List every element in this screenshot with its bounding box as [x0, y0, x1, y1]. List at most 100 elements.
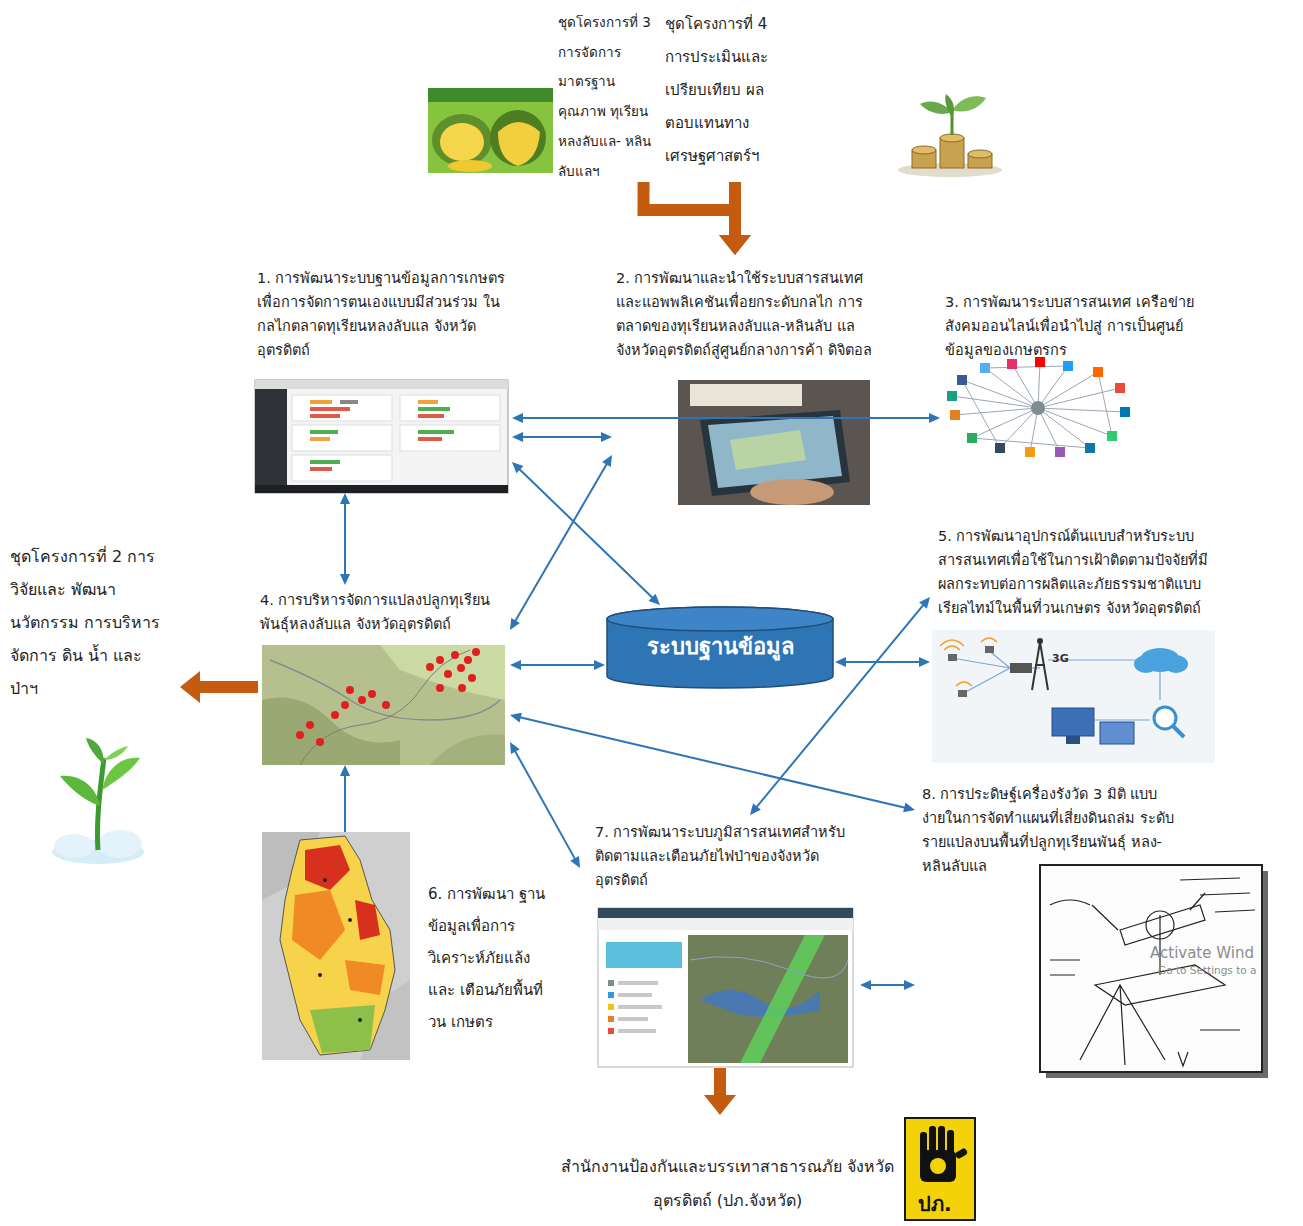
fire-warning-screenshot	[608, 1004, 614, 1010]
web-app-screenshot	[292, 425, 392, 451]
social-network-graphic	[1120, 407, 1130, 417]
orchard-map	[468, 674, 476, 682]
fire-warning-screenshot	[618, 981, 658, 985]
web-app-screenshot	[310, 467, 332, 471]
link-arrow	[510, 742, 580, 868]
drought-risk-map	[358, 1018, 362, 1022]
drought-risk-map	[262, 832, 410, 1060]
drought-risk-map	[280, 836, 395, 1055]
tablet-photo	[678, 380, 870, 505]
surveying-device-sketch	[1050, 960, 1080, 975]
project-item: 1. การพัฒนาระบบฐานข้อมูลการเกษตร เพื่อกา…	[253, 262, 512, 493]
social-network-graphic	[1063, 361, 1073, 371]
social-network-graphic	[1025, 447, 1035, 457]
social-network-graphic	[952, 396, 1038, 408]
surveying-device-sketch	[1040, 865, 1268, 1078]
surveying-device-sketch	[1040, 865, 1262, 1072]
social-network-graphic	[1098, 372, 1112, 436]
social-network-graphic	[1038, 372, 1098, 408]
surveying-device-sketch	[1080, 985, 1165, 1065]
fire-warning-screenshot	[700, 990, 820, 1017]
arrowhead	[919, 657, 930, 667]
fire-warning-screenshot	[608, 980, 614, 1034]
social-network-graphic	[962, 380, 1038, 408]
sprout-graphic	[60, 776, 100, 806]
durian-photo	[432, 114, 492, 166]
fire-warning-screenshot	[688, 935, 848, 1063]
link-arrow	[835, 657, 930, 667]
node-text: 3. การพัฒนาระบบสารสนเทศ เครือข่ายสังคมออ…	[945, 290, 1213, 362]
web-app-screenshot	[310, 400, 332, 404]
sensor-network-graphic	[985, 646, 994, 653]
image-label: Go to Settings to a	[1158, 964, 1257, 976]
social-network-graphic	[1085, 443, 1095, 453]
arrowhead	[860, 980, 871, 990]
web-app-screenshot	[292, 455, 392, 481]
drought-risk-map	[318, 973, 322, 977]
arrowhead	[929, 413, 940, 423]
fire-warning-screenshot	[608, 1016, 614, 1022]
connector-line	[514, 750, 575, 860]
coin-plant-photo	[940, 134, 964, 142]
fire-warning-screenshot	[598, 918, 853, 930]
orchard-map	[346, 686, 354, 694]
arrowhead	[512, 462, 523, 473]
link-arrow	[512, 462, 660, 605]
orchard-map	[262, 645, 505, 765]
cylinder-top	[607, 607, 833, 631]
fire-warning-screenshot	[608, 992, 614, 998]
web-app-screenshot	[418, 414, 444, 418]
drought-risk-map	[323, 878, 327, 882]
image-label: ปภ.	[918, 1188, 952, 1220]
surveying-device-sketch	[1092, 893, 1205, 930]
drought-risk-map	[310, 1005, 375, 1053]
durian-photo	[428, 88, 553, 102]
orchard-map	[368, 690, 376, 698]
orchard-map	[382, 701, 390, 709]
tablet-photo	[730, 430, 806, 470]
project-item: 6. การพัฒนา ฐานข้อมูลเพื่อการ วิเคราะห์ภ…	[262, 832, 545, 1060]
coin-plant-photo	[912, 146, 936, 154]
connector-line	[521, 417, 931, 419]
orchard-map	[430, 734, 505, 765]
sprout-graphic	[54, 834, 94, 858]
coin-plant-photo	[968, 150, 992, 158]
drought-risk-map	[318, 878, 362, 1022]
node-text: 1. การพัฒนาระบบฐานข้อมูลการเกษตร เพื่อกา…	[257, 266, 513, 362]
tablet-photo	[690, 384, 802, 406]
project-item: 2. การพัฒนาและนำใช้ระบบสารสนเทศ และแอพพล…	[612, 255, 890, 505]
dpm-logo	[905, 1118, 975, 1220]
arrowhead	[510, 742, 520, 754]
drought-risk-map	[345, 960, 385, 995]
orchard-map	[380, 645, 505, 700]
node-text: สำนักงานป้องกันและบรรเทาสาธารณภัย จังหวั…	[555, 1150, 900, 1218]
connector-line	[844, 661, 921, 663]
durian-photo	[428, 88, 553, 173]
connector-line	[518, 468, 653, 598]
fire-warning-screenshot	[618, 1005, 662, 1009]
orchard-map	[426, 663, 434, 671]
node-text: ชุดโครงการที่ 2 การวิจัยและ พัฒนานวัตกรร…	[10, 540, 170, 705]
sensor-network-graphic	[952, 658, 1010, 668]
node-text: ชุดโครงการที่ 3 การจัดการ มาตรฐานคุณภาพ …	[558, 8, 658, 186]
sprout-graphic	[102, 758, 140, 790]
sensor-network-graphic	[1164, 655, 1188, 673]
social-network-graphic	[962, 380, 1000, 448]
arrowhead	[512, 432, 523, 442]
web-app-screenshot	[310, 437, 330, 441]
social-network-graphic	[1107, 431, 1117, 441]
dpm-logo	[929, 1126, 936, 1154]
flow-arrow	[704, 1068, 736, 1115]
web-app-screenshot	[310, 407, 350, 411]
sensor-network-graphic	[1100, 722, 1134, 744]
social-network-graphic	[1038, 408, 1090, 448]
flow-arrow	[644, 182, 751, 255]
arrowhead	[340, 765, 350, 776]
arrowhead	[510, 713, 522, 723]
arrowhead	[750, 803, 761, 815]
dpm-logo	[905, 1118, 975, 1220]
connector-line	[644, 182, 736, 237]
sprout-graphic	[52, 738, 144, 864]
social-network-graphic	[1038, 408, 1125, 412]
connector-line	[869, 984, 906, 986]
